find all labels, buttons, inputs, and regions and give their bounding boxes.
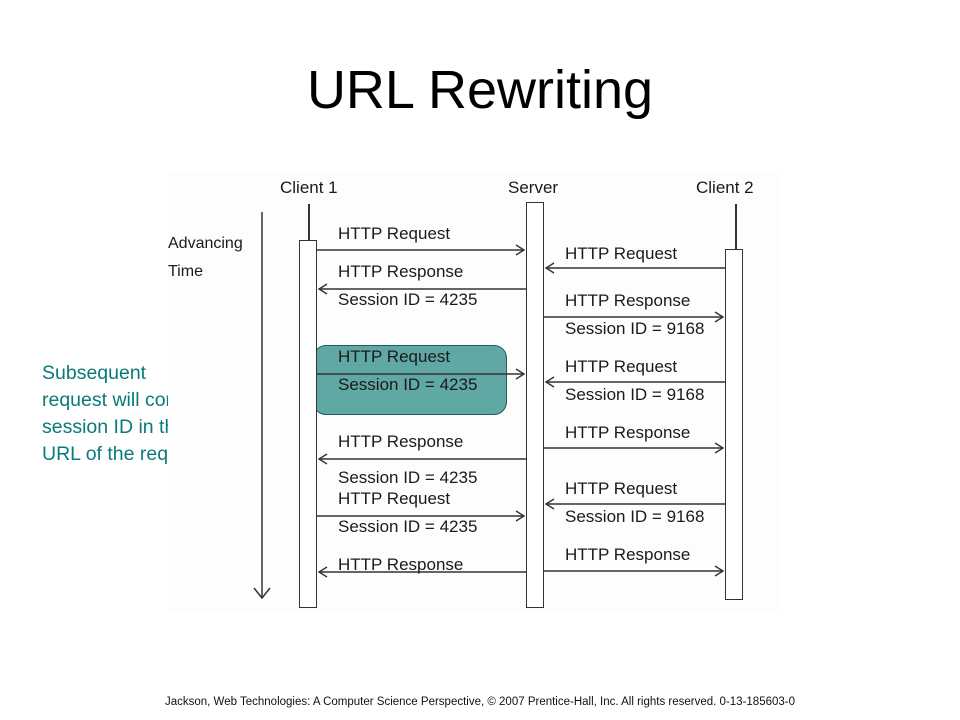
server-activation-bar [526,202,544,608]
sequence-diagram: Client 1 Server Client 2 Advancing Time [168,172,780,612]
message-arrows [253,212,725,600]
msg-c2-3-line-2: Session ID = 9168 [565,385,705,404]
msg-c2-5-line-1: HTTP Request [565,479,678,498]
msg-c1-5-line-1: HTTP Request [338,489,451,508]
annotation-note: Subsequent request will contain session … [42,360,257,468]
msg-c2-2-line-2: Session ID = 9168 [565,319,705,338]
msg-c1-3-line-2: Session ID = 4235 [338,375,478,394]
time-label-line-1: Advancing [168,235,243,252]
msg-c1-2-line-1: HTTP Response [338,262,464,281]
msg-c2-5-line-2: Session ID = 9168 [565,507,705,526]
msg-c1-2-line-2: Session ID = 4235 [338,290,478,309]
copyright-footer: Jackson, Web Technologies: A Computer Sc… [164,696,796,708]
msg-c1-4-line-2: Session ID = 4235 [338,468,478,487]
client-2-activation-bar [725,249,743,600]
msg-c2-3-line-1: HTTP Request [565,357,678,376]
note-line: URL of the request [42,443,205,465]
client-1-activation-bar [299,240,317,608]
highlight-box [313,345,507,415]
msg-c1-3-line-1: HTTP Request [338,347,451,366]
server-client2-arrows [544,262,725,577]
msg-c2-4-line-1: HTTP Response [565,423,691,442]
slide-title: URL Rewriting [306,60,654,120]
msg-c2-1-line-1: HTTP Request [565,244,678,263]
client1-server-arrows [317,244,526,578]
time-label-line-2: Time [168,263,203,280]
msg-c2-2-line-1: HTTP Response [565,291,691,310]
note-line: request will contain [42,389,208,411]
client-2-lifeline [735,204,737,252]
msg-c1-4-line-1: HTTP Response [338,432,464,451]
participant-server: Server [508,178,559,197]
msg-c1-1-line-1: HTTP Request [338,224,451,243]
client-1-lifeline [308,204,310,244]
time-arrow-head [253,587,271,600]
msg-c1-6-line-1: HTTP Response [338,555,464,574]
participant-client-2: Client 2 [696,178,754,197]
note-line: session ID in the [42,416,187,438]
msg-c1-5-line-2: Session ID = 4235 [338,517,478,536]
msg-c2-6-line-1: HTTP Response [565,545,691,564]
note-line: Subsequent [42,362,147,384]
participant-client-1: Client 1 [280,178,338,197]
